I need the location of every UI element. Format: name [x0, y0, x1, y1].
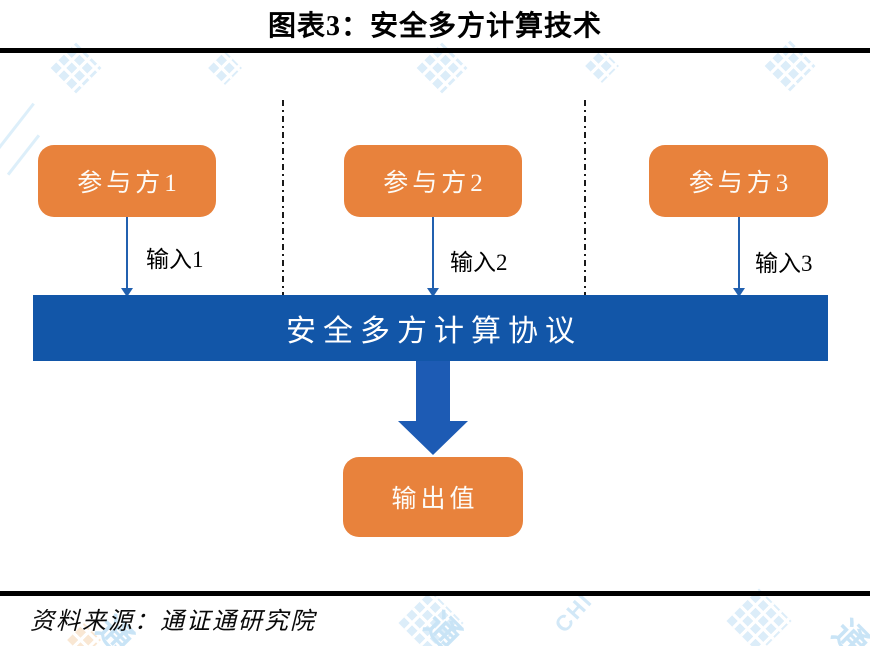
- figure-title: 图表3：安全多方计算技术: [267, 11, 602, 42]
- top-rule: [0, 48, 870, 53]
- input-2-label: 输入2: [450, 250, 508, 275]
- participant-3-label: 参与方3: [688, 170, 793, 197]
- source-note: 资料来源：通证通研究院: [30, 609, 316, 635]
- output-label: 输出值: [391, 486, 479, 513]
- output-arrow-head: [398, 421, 468, 455]
- input-arrow-2-head: [427, 288, 439, 297]
- participant-1-label: 参与方1: [77, 170, 181, 197]
- input-3-label: 输入3: [755, 251, 813, 276]
- dashed-divider-2: [584, 100, 586, 295]
- participant-3-box: 参与方3: [649, 145, 828, 217]
- participant-2-label: 参与方2: [383, 170, 487, 197]
- watermark-char: 通: [825, 614, 870, 646]
- watermark-streak: [6, 134, 41, 176]
- watermark-logo: [726, 588, 792, 646]
- watermark-streak: [0, 102, 35, 162]
- dashed-divider-1: [282, 100, 284, 295]
- input-arrow-2-line: [432, 217, 434, 288]
- protocol-label: 安全多方计算协议: [286, 315, 582, 348]
- input-arrow-1-head: [121, 288, 133, 297]
- input-arrow-3-line: [738, 217, 740, 288]
- input-1-label: 输入1: [146, 247, 204, 272]
- input-arrow-1-line: [126, 217, 128, 288]
- output-arrow-shaft: [416, 361, 450, 422]
- watermark-logo: [208, 51, 242, 85]
- watermark-char: 通: [417, 606, 468, 646]
- participant-1-box: 参与方1: [38, 145, 216, 217]
- output-box: 输出值: [343, 457, 523, 537]
- participant-2-box: 参与方2: [344, 145, 522, 217]
- bottom-rule: [0, 591, 870, 596]
- input-arrow-3-head: [733, 288, 745, 297]
- watermark-logo: [398, 590, 464, 646]
- watermark-logo: [585, 49, 619, 83]
- protocol-bar: 安全多方计算协议: [33, 295, 828, 361]
